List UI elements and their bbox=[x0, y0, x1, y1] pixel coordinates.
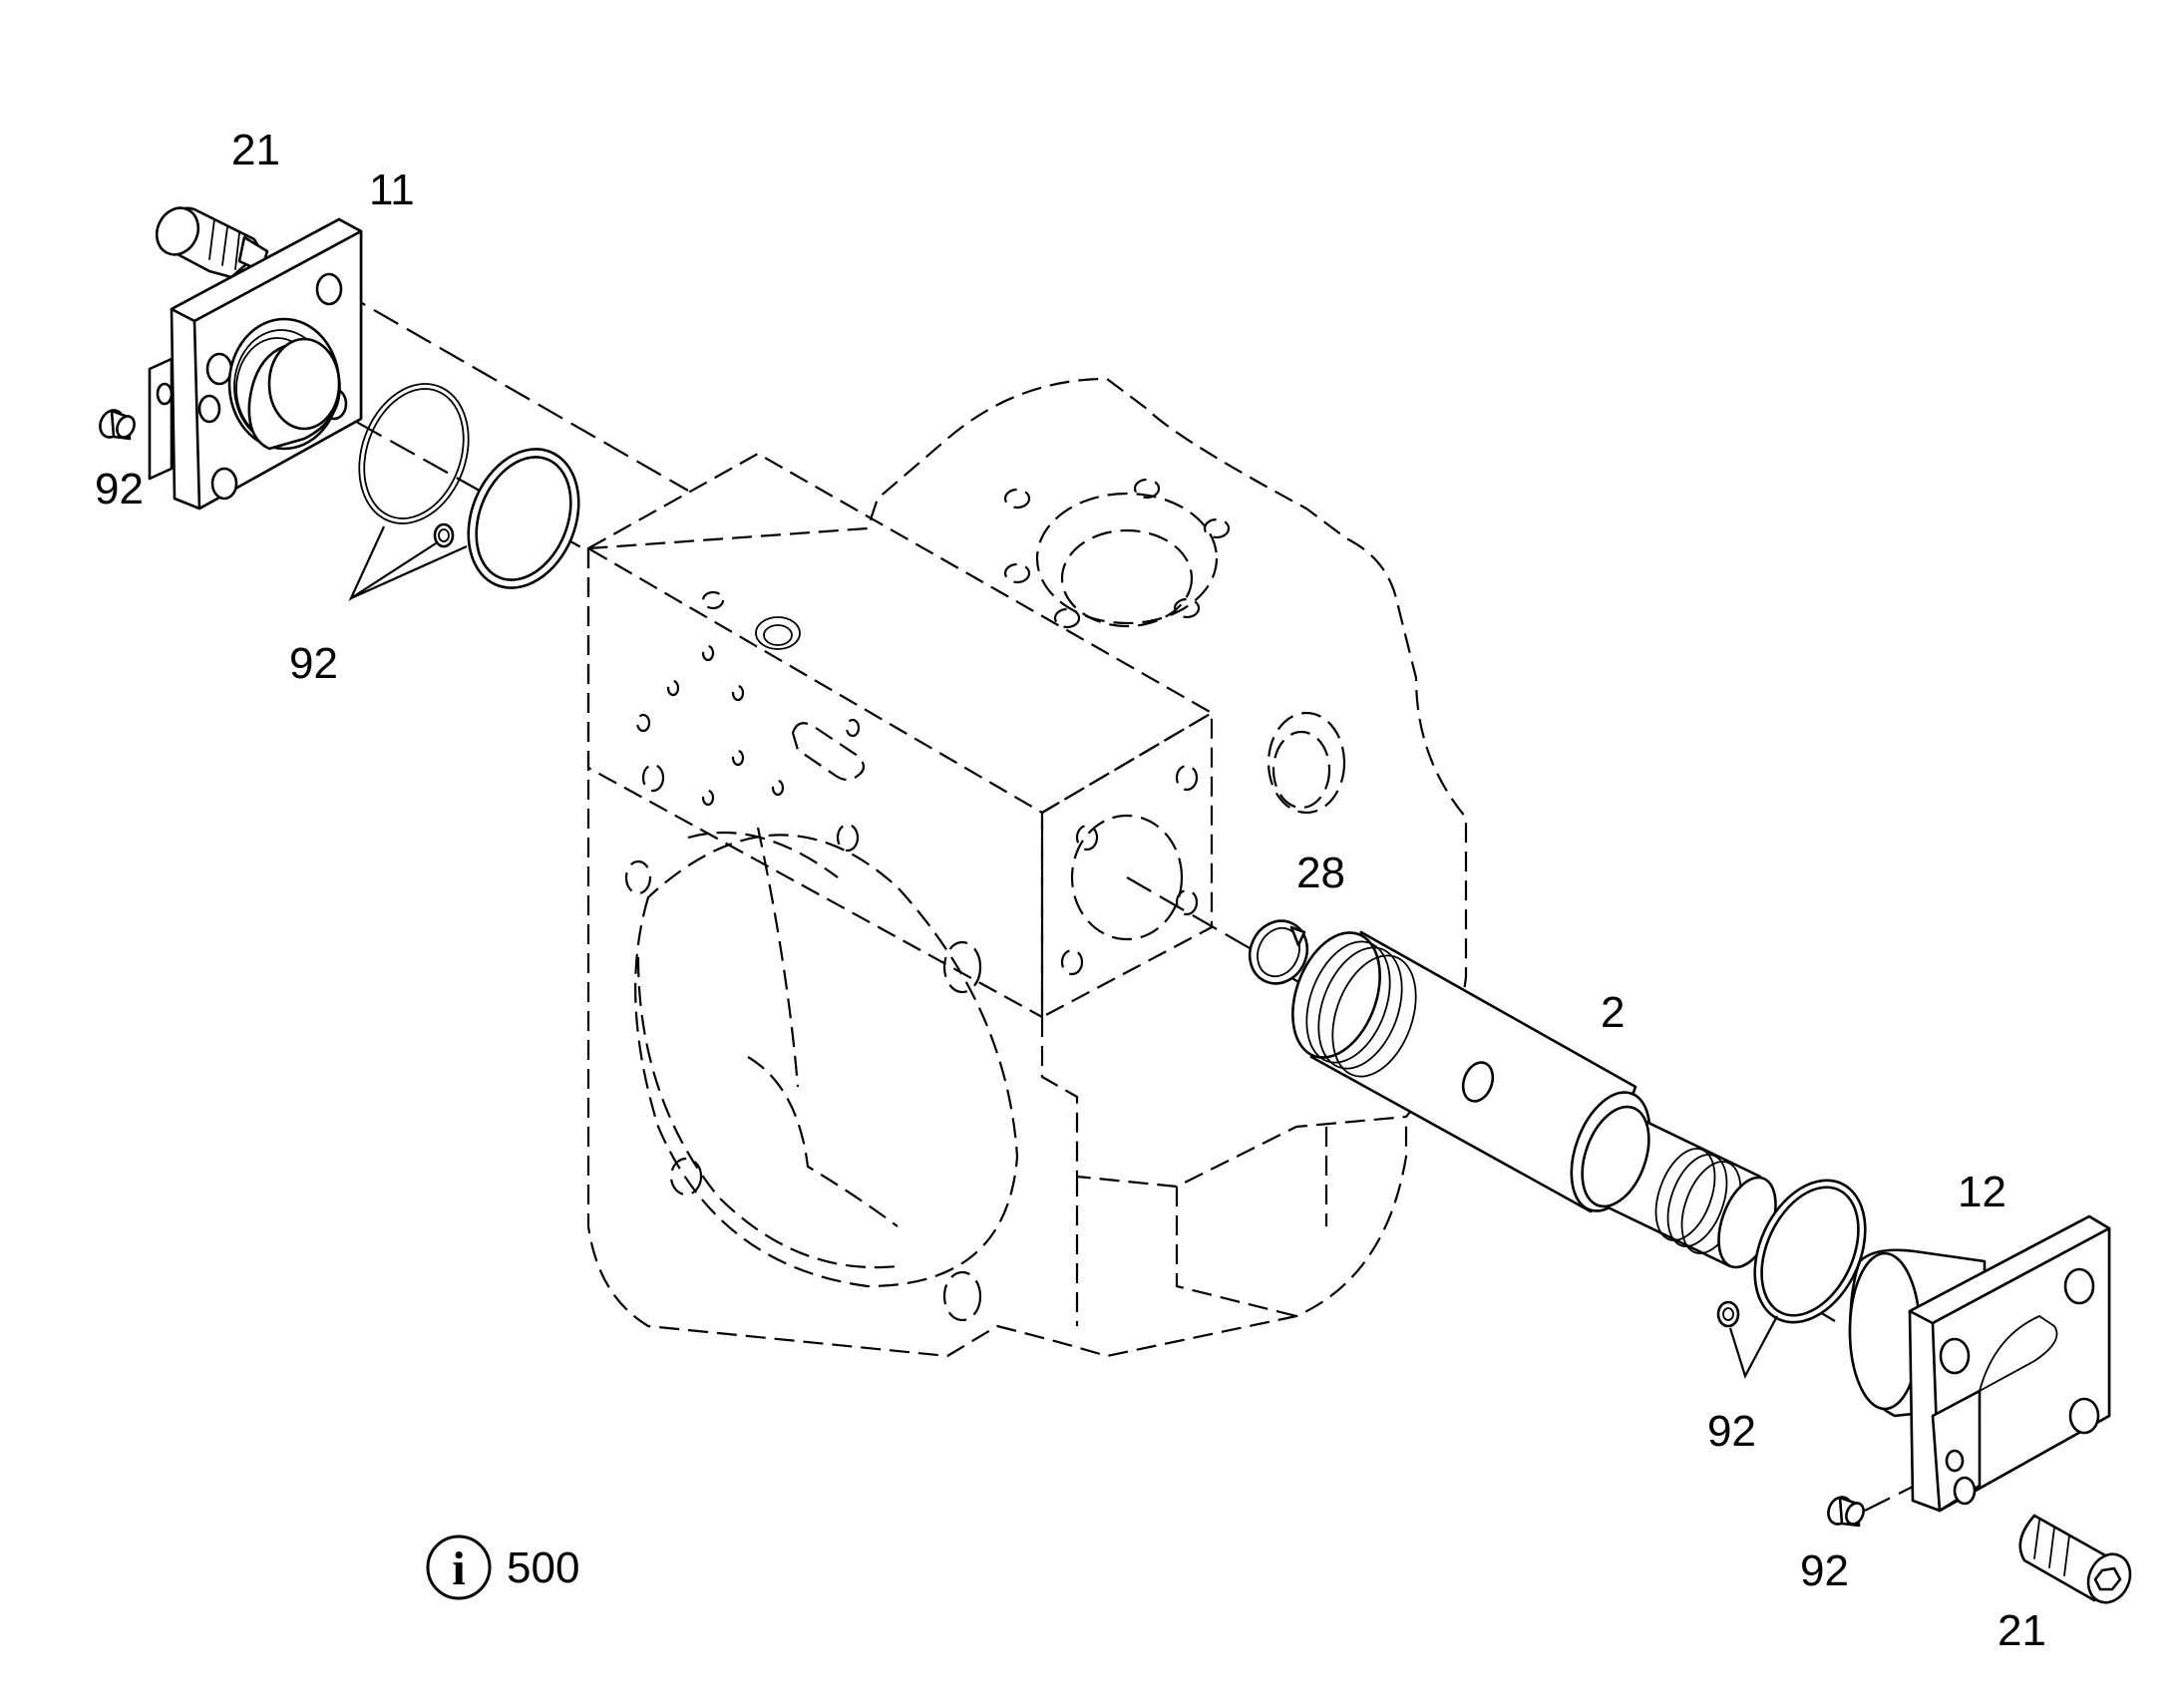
callout-circlip: 28 bbox=[1296, 849, 1345, 897]
callout-seals-left: 92 bbox=[289, 639, 338, 688]
bolt-top-left bbox=[155, 206, 269, 279]
spool bbox=[1291, 930, 1777, 1269]
callout-bolt-top-left: 21 bbox=[231, 126, 280, 174]
info-reference-number: 500 bbox=[507, 1543, 579, 1592]
pump-housing bbox=[586, 377, 1468, 1358]
callout-plug-right: 92 bbox=[1800, 1546, 1849, 1595]
seals-left bbox=[348, 383, 580, 601]
callout-bolt-bottom-right: 21 bbox=[1998, 1606, 2046, 1655]
cover-right bbox=[1848, 1214, 2111, 1513]
bolt-bottom-right bbox=[2018, 1514, 2132, 1604]
plug-right bbox=[1827, 1496, 1865, 1528]
callout-cover-left: 11 bbox=[369, 166, 415, 214]
callout-plug-left: 92 bbox=[95, 465, 144, 513]
info-icon: i bbox=[426, 1535, 492, 1600]
plug-left bbox=[99, 409, 136, 441]
svg-text:i: i bbox=[452, 1542, 465, 1595]
callouts: 21 11 92 92 28 2 12 92 92 21 bbox=[95, 126, 2046, 1655]
cover-left bbox=[148, 217, 363, 511]
callout-spool: 2 bbox=[1601, 988, 1625, 1037]
callout-cover-right: 12 bbox=[1958, 1168, 2006, 1216]
circlip bbox=[1248, 919, 1309, 985]
callout-seals-right: 92 bbox=[1707, 1407, 1756, 1456]
info-reference: i 500 bbox=[426, 1535, 579, 1600]
